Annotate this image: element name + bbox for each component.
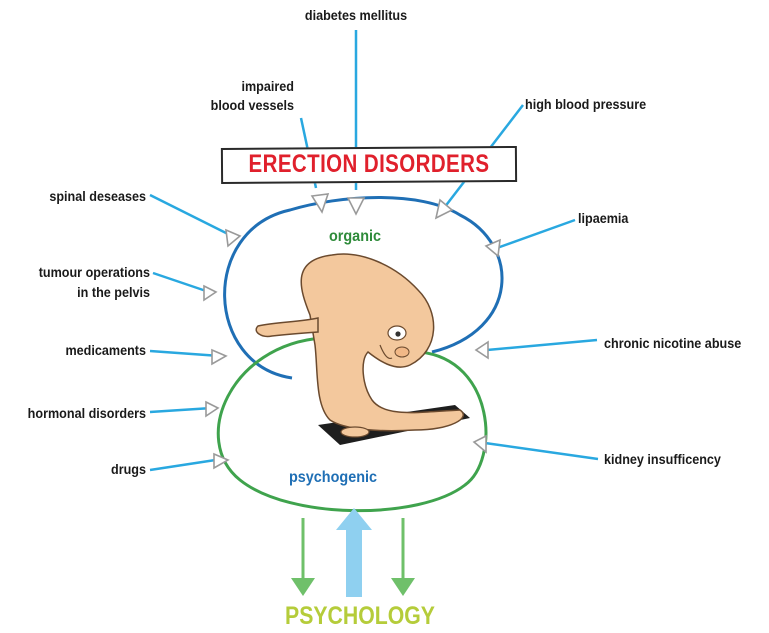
figure-foot-icon [341,427,369,437]
label-vessels-line1: impaired [182,78,294,95]
label-hormonal: hormonal disorders [15,405,146,422]
arrow-icon [486,240,500,256]
arrow-icon [474,436,486,452]
arrow-icon [206,402,218,416]
figure-arm-icon [256,318,318,336]
arrow-icon [212,350,226,364]
figure-body-icon [301,254,463,431]
label-spinal: spinal deseases [15,188,146,205]
psychology-label: PSYCHOLOGY [258,602,462,631]
label-nicotine: chronic nicotine abuse [604,335,741,352]
label-medicaments: medicaments [15,342,146,359]
organic-label: organic [306,228,405,246]
label-tumour-line1: tumour operations [15,264,150,281]
bottom-arrows [291,508,415,597]
arrow-icon [204,286,216,300]
label-vessels-line2: blood vessels [182,97,294,114]
label-drugs: drugs [15,461,146,478]
label-tumour-line2: in the pelvis [15,284,150,301]
diagram-title: ERECTION DISORDERS [248,150,491,179]
psychogenic-label: psychogenic [275,469,392,487]
figure-nose-icon [395,347,409,357]
label-kidney: kidney insufficency [604,451,721,468]
label-blood-pressure: high blood pressure [525,96,646,113]
arrow-icon [348,198,364,214]
label-lipaemia: lipaemia [578,210,628,227]
label-diabetes: diabetes mellitus [279,7,434,24]
arrow-icon [476,342,488,358]
